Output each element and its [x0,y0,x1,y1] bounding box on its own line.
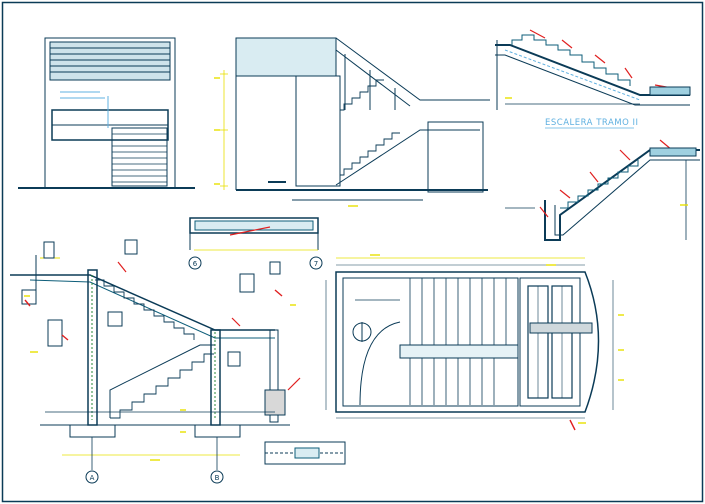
svg-text:6: 6 [193,260,198,268]
axis-6-bubble: 6 [188,256,202,270]
stair-plan [325,257,614,419]
stair-detail-upper [495,29,691,110]
column-details [21,239,281,367]
axis-b-bubble: B [210,470,224,484]
side-elevation-dimensions [220,70,228,190]
red-annotation-marks [24,289,576,431]
svg-text:B: B [215,474,220,482]
axis-a-bubble: A [85,470,99,484]
svg-text:A: A [90,474,95,482]
svg-text:7: 7 [314,260,318,268]
stair-section [10,255,301,470]
escalera-title-text: ESCALERA TRAMO II [545,118,639,128]
front-elevation [18,37,195,189]
axis-7-bubble: 7 [309,256,323,270]
side-elevation [235,37,490,201]
footing-detail [264,441,346,465]
dimension-marks [24,77,688,461]
stair-detail-lower [505,139,700,241]
beam-detail [189,217,319,251]
